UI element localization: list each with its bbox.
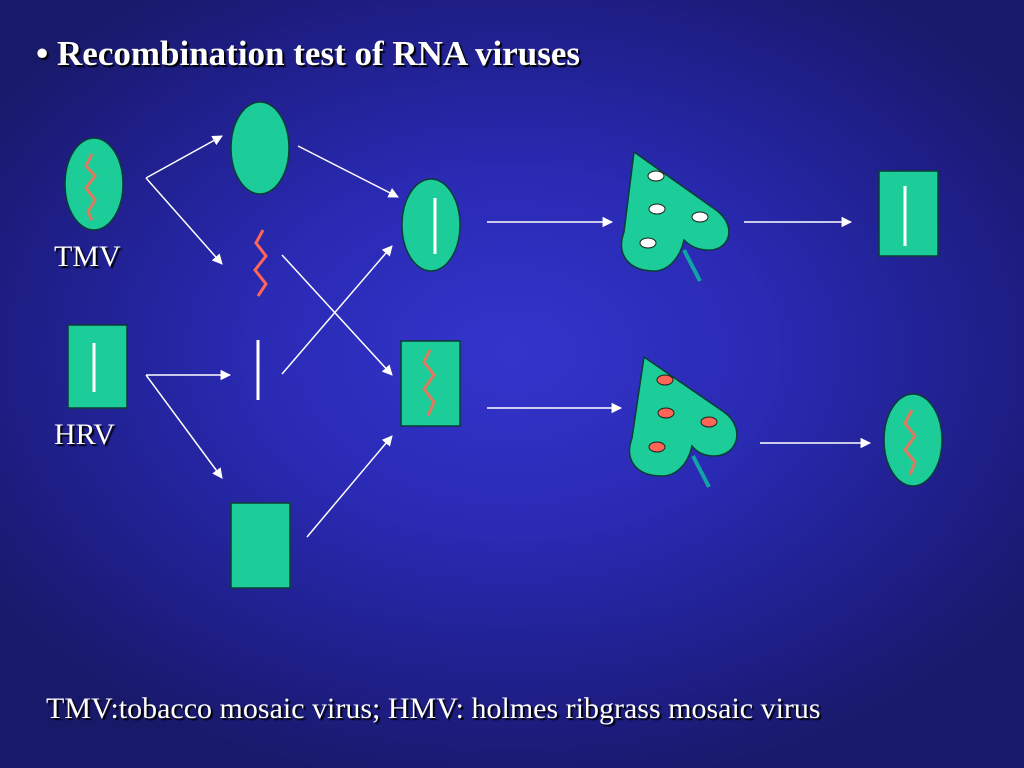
infected-leaf-hrv-type-icon — [628, 355, 738, 488]
progeny-tmv-virus-icon — [883, 393, 943, 487]
tmv-rna-icon — [253, 229, 268, 297]
arrow-tmv-to-coat — [145, 135, 223, 179]
hybrid-tmv-coat-hrv-rna-icon — [401, 178, 461, 272]
hrv-virus-icon — [67, 324, 128, 409]
tmv-label: TMV — [54, 240, 121, 273]
hrv-label: HRV — [54, 418, 115, 451]
arrows — [145, 135, 872, 538]
arrow-tmv-to-rna — [145, 177, 223, 265]
hrv-protein-coat-icon — [230, 502, 291, 589]
slide-title: • Recombination test of RNA viruses — [36, 34, 581, 73]
progeny-hrv-virus-icon — [878, 170, 939, 257]
arrow-hrv-rna-to-hybrid1 — [281, 245, 393, 375]
tmv-protein-coat-icon — [230, 101, 290, 195]
tmv-virus-icon — [64, 137, 124, 231]
footer-legend: TMV:tobacco mosaic virus; HMV: holmes ri… — [46, 692, 821, 725]
arrow-tmv-rna-to-hybrid2 — [281, 254, 393, 376]
hybrid-hrv-coat-tmv-rna-icon — [400, 340, 461, 427]
arrow-hrv-to-coat — [145, 374, 223, 479]
infected-leaf-tmv-type-icon — [620, 150, 730, 282]
arrow-hrv-coat-to-hybrid2 — [306, 435, 393, 538]
arrow-tmv-coat-to-hybrid1 — [297, 145, 399, 198]
